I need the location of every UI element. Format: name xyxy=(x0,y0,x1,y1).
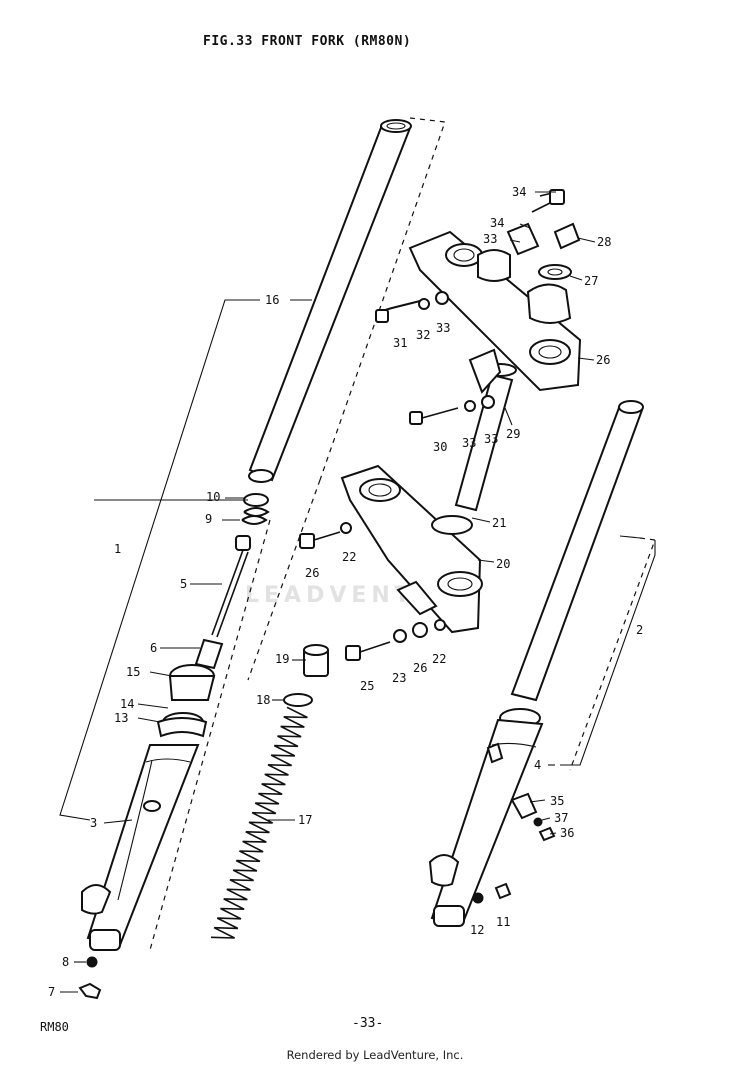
callout-12: 12 xyxy=(470,923,484,937)
callout-23b: 23 xyxy=(392,671,406,685)
render-credit: Rendered by LeadVenture, Inc. xyxy=(286,1048,464,1062)
callout-11: 11 xyxy=(496,915,510,929)
callout-37: 34 xyxy=(512,185,526,199)
callout-36: 34 xyxy=(490,216,504,230)
callout-26: 26 xyxy=(305,566,319,580)
page-number: -33- xyxy=(352,1016,384,1031)
callout-8: 8 xyxy=(62,955,69,969)
fork-outer-tube-right-icon xyxy=(428,708,544,927)
damper-rod-icon xyxy=(168,493,270,701)
callout-16: 16 xyxy=(265,293,279,307)
callout-13: 13 xyxy=(114,711,128,725)
callout-32: 31 xyxy=(393,336,407,350)
callout-29: 28 xyxy=(597,235,611,249)
callout-14: 14 xyxy=(120,697,134,711)
callout-40: 37 xyxy=(554,811,568,825)
callout-24: 26 xyxy=(413,661,427,675)
lower-bracket-steering-stem-icon xyxy=(340,348,517,634)
fork-outer-tube-left-icon xyxy=(81,712,208,951)
callout-7: 7 xyxy=(48,985,55,999)
model-label: RM80 xyxy=(40,1020,69,1034)
callout-34b: 33 xyxy=(484,432,498,446)
callout-22: 22 xyxy=(432,652,446,666)
callout-10: 10 xyxy=(206,490,220,504)
callout-33: 32 xyxy=(416,328,430,342)
callout-2: 2 xyxy=(636,623,643,637)
callout-6: 6 xyxy=(150,641,157,655)
callout-labels: 34 34 33 28 27 16 31 32 33 26 30 33 33 2… xyxy=(48,185,643,999)
callout-1: 1 xyxy=(114,542,121,556)
callout-31: 30 xyxy=(433,440,447,454)
callout-4: 4 xyxy=(534,758,541,772)
callout-25: 25 xyxy=(360,679,374,693)
callout-38: 35 xyxy=(550,794,564,808)
callout-21: 21 xyxy=(492,516,506,530)
callout-3: 3 xyxy=(90,816,97,830)
fork-inner-tube-left-icon xyxy=(248,119,412,483)
callout-5: 5 xyxy=(180,577,187,591)
callout-33b: 33 xyxy=(462,436,476,450)
callout-35: 33 xyxy=(483,232,497,246)
callout-39: 36 xyxy=(560,826,574,840)
callout-20: 20 xyxy=(496,557,510,571)
fork-inner-tube-right-icon xyxy=(510,400,644,702)
callout-23: 22 xyxy=(342,550,356,564)
upper-bracket-icon xyxy=(408,222,582,392)
callout-17: 17 xyxy=(298,813,312,827)
callout-27: 26 xyxy=(596,353,610,367)
callout-19: 19 xyxy=(275,652,289,666)
figure-title: FIG.33 FRONT FORK (RM80N) xyxy=(203,34,412,49)
callout-28: 27 xyxy=(584,274,598,288)
callout-18: 18 xyxy=(256,693,270,707)
fork-spring-icon xyxy=(210,644,329,939)
callout-30: 29 xyxy=(506,427,520,441)
callout-9: 9 xyxy=(205,512,212,526)
callout-15: 15 xyxy=(126,665,140,679)
callout-34: 33 xyxy=(436,321,450,335)
